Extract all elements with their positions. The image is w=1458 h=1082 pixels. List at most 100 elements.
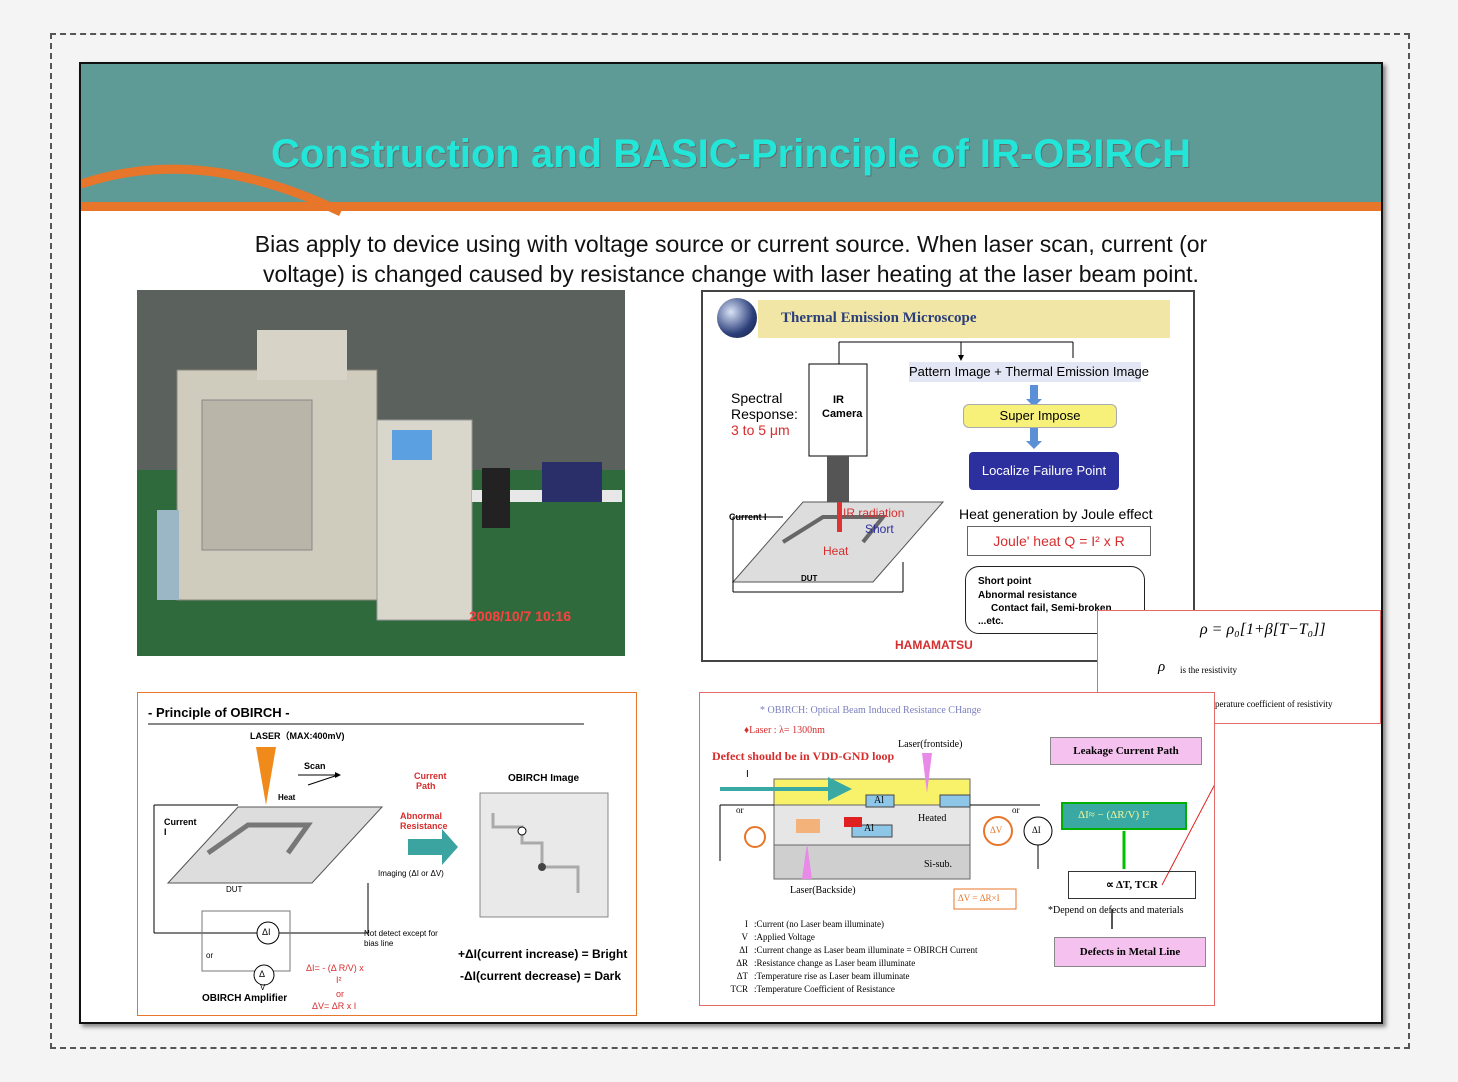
legend-description: :Applied Voltage [754, 932, 815, 942]
legend-symbol: ΔT [736, 971, 748, 981]
tem-header-bar [758, 300, 1170, 338]
globe-icon [717, 298, 757, 338]
beta-description: is the temperature coefficient of resist… [1180, 699, 1333, 709]
bubble-line-2: Abnormal resistance [978, 590, 1077, 601]
legend-symbol: I [745, 919, 748, 929]
tem-panel: Thermal Emission Microscope Spectral Res… [701, 290, 1195, 662]
intro-line-1: Bias apply to device using with voltage … [254, 231, 1208, 257]
rho-symbol: ρ [1158, 659, 1166, 675]
joule-formula: Joule' heat Q = I² x R [967, 526, 1151, 556]
legend-row: V :Applied Voltage [718, 932, 1038, 945]
si-sub-label: Si-sub. [924, 859, 953, 870]
ir-radiation-label: IR radiation [843, 506, 905, 520]
joule-title: Heat generation by Joule effect [959, 506, 1153, 522]
equipment-photo-image [137, 290, 625, 656]
al-label-1: Al [874, 795, 884, 806]
delta-i-equation: ΔI≈ − (ΔR/V) I² [1078, 809, 1149, 821]
spectral-label-1: Spectral [731, 390, 783, 406]
or-label-2: or [1012, 805, 1020, 815]
al-label-2: Al [864, 823, 874, 834]
spectral-label-2: Response: [731, 406, 798, 422]
resistivity-equation: ρ = ρ₀[1+β[T−T₀]] [1200, 621, 1326, 638]
camera-label-1: IR [833, 394, 844, 406]
laser-frontside-label: Laser(frontside) [898, 739, 963, 750]
dut-label: DUT [226, 885, 243, 894]
proportional-box: ∝ ΔT, TCR [1068, 871, 1196, 899]
scan-label: Scan [304, 761, 326, 771]
principle-rule [148, 723, 584, 725]
obirch-definition: * OBIRCH: Optical Beam Induced Resistanc… [760, 705, 982, 716]
orange-swoosh [81, 164, 343, 217]
or-label-1: or [736, 805, 744, 815]
tem-current-label: Current I [729, 512, 767, 522]
photo-timestamp: 2008/10/7 10:16 [469, 608, 571, 624]
legend-description: :Current change as Laser beam illuminate… [754, 945, 978, 955]
pattern-box: Pattern Image + Thermal Emission Image [909, 362, 1149, 382]
dark-rule: -ΔI(current decrease) = Dark [460, 969, 622, 983]
outer-dashed-frame [50, 33, 1410, 1049]
legend-row: ΔI :Current change as Laser beam illumina… [718, 945, 1038, 958]
tem-dut-label: DUT [801, 574, 818, 583]
delta-v-equation: ΔV = ΔR×I [958, 893, 1000, 903]
heat-label: Heat [278, 793, 296, 802]
not-detect-line-1: Not detect except for [364, 929, 438, 938]
current-path-2: Path [416, 781, 436, 791]
laser-backside-label: Laser(Backside) [790, 885, 856, 896]
formula-box: ρ = ρ₀[1+β[T−T₀]] ρ is the resistivity β… [1097, 610, 1381, 724]
legend-row: TCR:Temperature Coefficient of Resistanc… [718, 984, 1038, 997]
bubble-line-3: Contact fail, Semi-broken [991, 603, 1112, 614]
bubble-line-4: ...etc. [978, 616, 1004, 627]
delta-i-eq-2: I² [336, 975, 342, 985]
tem-header: Thermal Emission Microscope [781, 310, 977, 326]
equipment-photo: 2008/10/7 10:16 [137, 290, 625, 656]
slide-title: Construction and BASIC-Principle of IR-O… [271, 132, 1191, 176]
obirch-image-label: OBIRCH Image [508, 773, 580, 784]
bright-rule: +ΔI(current increase) = Bright [458, 947, 628, 961]
current-path-1: Current [414, 771, 447, 781]
delta-v-eq: ΔV= ΔR x I [312, 1001, 357, 1011]
bubble-line-1: Short point [978, 576, 1032, 587]
legend-description: :Temperature Coefficient of Resistance [754, 984, 895, 994]
obirch-amplifier-label: OBIRCH Amplifier [202, 993, 288, 1004]
delta-i-eq-3: or [336, 989, 345, 999]
delta-i-symbol: ΔI [262, 927, 271, 937]
current-i-label: I [164, 827, 167, 837]
current-i-label: I [746, 769, 749, 780]
v-label: V [260, 983, 266, 992]
imaging-label: Imaging (ΔI or ΔV) [378, 869, 444, 878]
abnormal-label-2: Resistance [400, 821, 448, 831]
principle-title: - Principle of OBIRCH - [148, 705, 290, 720]
laser-label: LASER（MAX:400mV) [250, 731, 345, 741]
intro-text: Bias apply to device using with voltage … [171, 229, 1291, 289]
delta-symbol: Δ [259, 969, 266, 979]
title-banner [81, 64, 1381, 208]
delta-i-symbol: ΔI [1032, 825, 1041, 835]
defect-note: Defect should be in VDD-GND loop [712, 749, 895, 763]
spectral-range: 3 to 5 μm [731, 422, 790, 438]
intro-line-2: voltage) is changed caused by resistance… [263, 261, 1199, 287]
current-label: Current [164, 817, 197, 827]
legend-description: :Temperature rise as Laser beam illumina… [754, 971, 910, 981]
legend-symbol: ΔI [739, 945, 748, 955]
not-detect-line-2: bias line [364, 939, 394, 948]
legend-row: ΔR :Resistance change as Laser beam illum… [718, 958, 1038, 971]
banner-underline [81, 202, 1381, 211]
or-label: or [206, 951, 214, 960]
legend-description: :Current (no Laser beam illuminate) [754, 919, 884, 929]
principle-diagram [153, 747, 609, 986]
legend-description: :Resistance change as Laser beam illumin… [754, 958, 916, 968]
obirch-diagram [719, 753, 1214, 929]
depend-note: *Depend on defects and materials [1048, 905, 1184, 916]
leakage-current-box: Leakage Current Path [1050, 737, 1202, 765]
laser-wavelength: ♦Laser : λ= 1300nm [744, 725, 825, 736]
defects-metal-line-box: Defects in Metal Line [1054, 937, 1206, 967]
rho-description: is the resistivity [1180, 665, 1237, 675]
hamamatsu-logo: HAMAMATSU [895, 638, 973, 652]
slide: Construction and BASIC-Principle of IR-O… [79, 62, 1383, 1024]
delta-i-eq-1: ΔI= - (Δ R/V) x [306, 963, 364, 973]
legend-symbol: ΔR [736, 958, 748, 968]
legend-symbol: V [741, 932, 749, 942]
heat-label: Heat [823, 544, 849, 558]
camera-label-2: Camera [822, 408, 863, 420]
principle-panel: - Principle of OBIRCH - LASER（MAX:400mV)… [137, 692, 637, 1016]
